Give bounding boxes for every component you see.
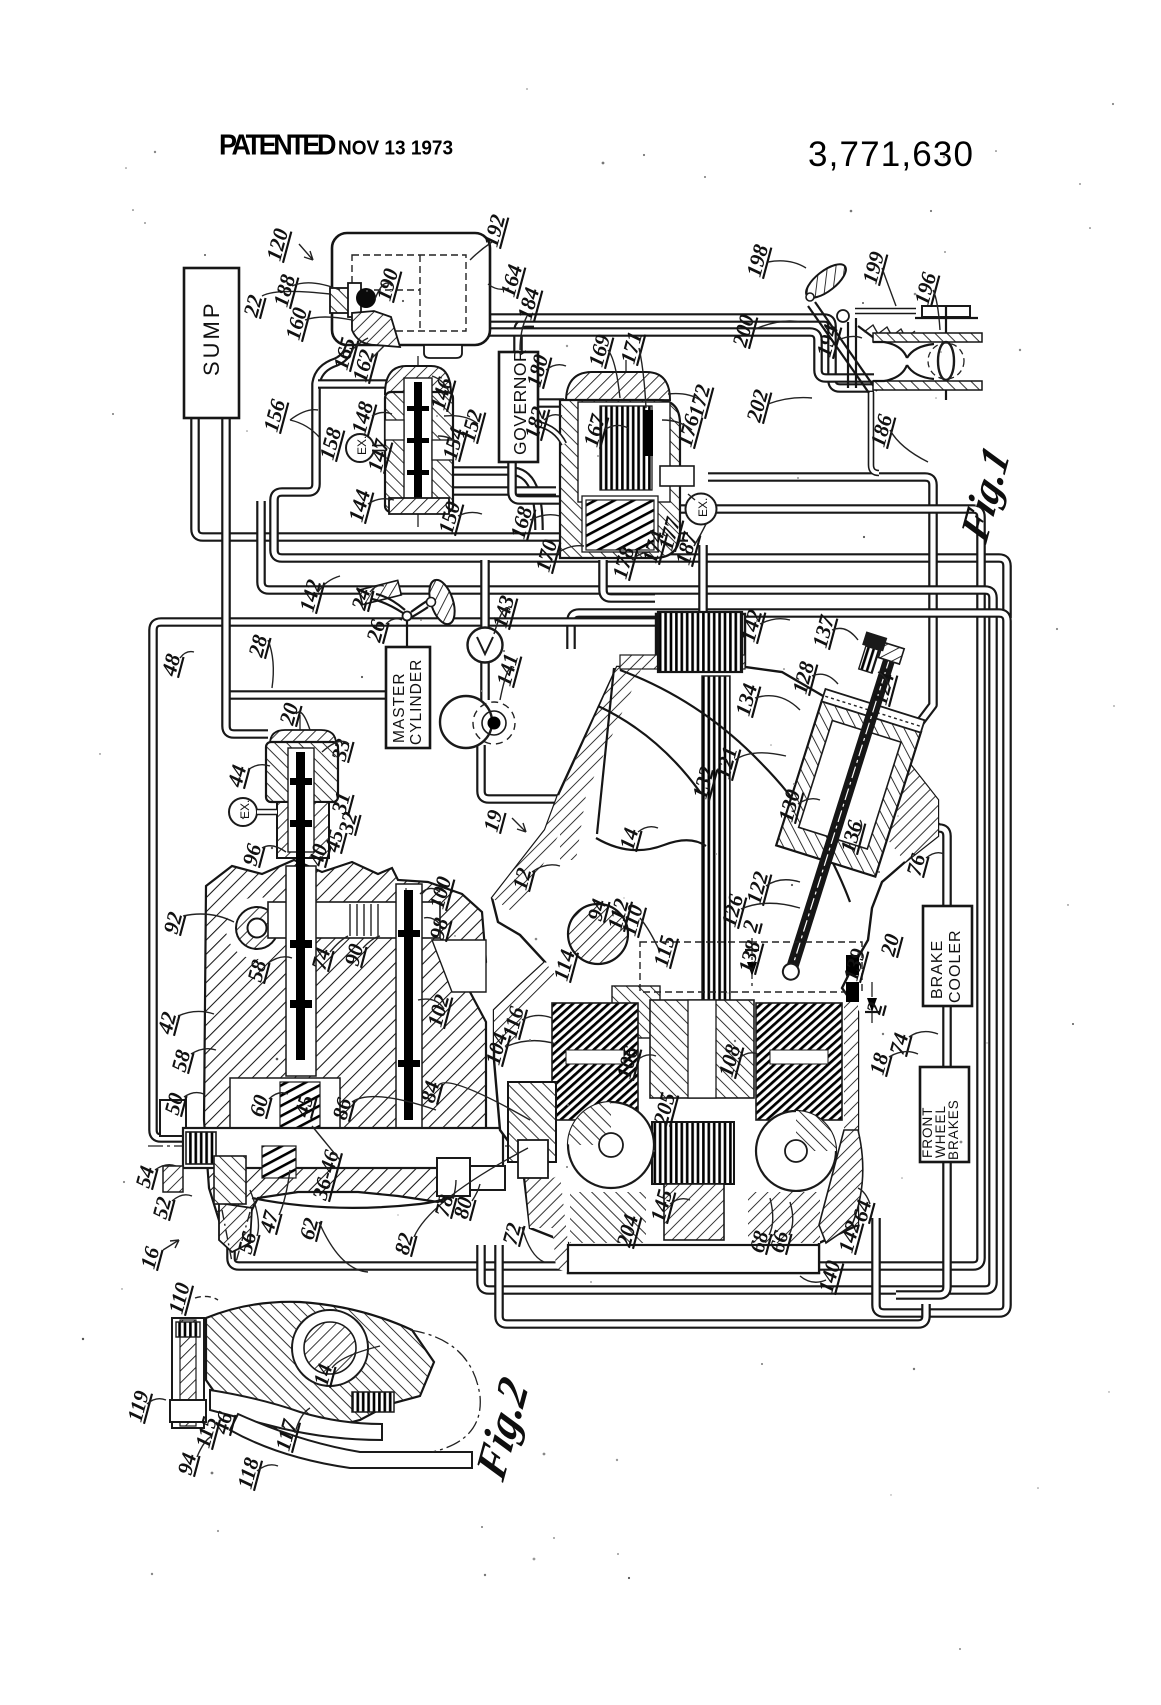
svg-text:Fig.1: Fig.1 [952, 439, 1018, 551]
svg-text:119: 119 [123, 1388, 154, 1424]
svg-text:92: 92 [159, 909, 188, 936]
svg-text:142: 142 [295, 577, 327, 615]
svg-text:170: 170 [531, 537, 563, 575]
svg-text:NOV 13 1973: NOV 13 1973 [338, 137, 453, 160]
svg-text:144: 144 [344, 487, 376, 525]
svg-text:20: 20 [875, 931, 904, 959]
svg-text:192: 192 [479, 212, 511, 250]
svg-text:SUMP: SUMP [199, 300, 224, 376]
svg-text:FRONT: FRONT [920, 1107, 935, 1159]
svg-text:28: 28 [243, 632, 272, 660]
svg-text:GOVERNOR: GOVERNOR [510, 349, 530, 455]
svg-text:16: 16 [136, 1244, 165, 1271]
svg-text:BRAKE: BRAKE [929, 940, 946, 999]
svg-text:54: 54 [131, 1163, 160, 1190]
svg-text:COOLER: COOLER [947, 929, 964, 1003]
svg-text:CYLINDER: CYLINDER [408, 659, 425, 745]
svg-text:3,771,630: 3,771,630 [808, 135, 974, 174]
svg-text:20: 20 [274, 700, 303, 728]
svg-text:EX.: EX. [355, 436, 369, 455]
svg-text:Fig.2: Fig.2 [466, 1369, 538, 1489]
svg-text:110: 110 [164, 1280, 195, 1316]
svg-text:96: 96 [238, 841, 267, 868]
svg-text:198: 198 [742, 242, 774, 280]
svg-text:44: 44 [222, 762, 251, 790]
svg-text:EX.: EX. [238, 800, 252, 819]
svg-text:188: 188 [269, 272, 301, 310]
svg-text:118: 118 [233, 1455, 264, 1491]
svg-text:MASTER: MASTER [391, 672, 408, 743]
svg-text:120: 120 [262, 226, 294, 264]
svg-text:62: 62 [295, 1215, 324, 1242]
svg-text:148: 148 [347, 399, 379, 437]
svg-text:22: 22 [238, 292, 267, 320]
svg-text:160: 160 [281, 305, 313, 343]
svg-text:72: 72 [498, 1220, 527, 1247]
svg-text:169: 169 [584, 332, 616, 370]
svg-text:BRAKES: BRAKES [946, 1099, 961, 1160]
svg-text:94: 94 [173, 1450, 202, 1477]
svg-text:48: 48 [156, 651, 185, 679]
svg-text:52: 52 [148, 1194, 177, 1221]
svg-text:202: 202 [741, 387, 773, 426]
svg-text:19: 19 [479, 807, 508, 834]
svg-text:199: 199 [858, 249, 890, 287]
svg-text:82: 82 [390, 1230, 419, 1257]
svg-text:18: 18 [865, 1050, 894, 1077]
svg-text:76: 76 [902, 851, 931, 878]
svg-text:156: 156 [259, 397, 291, 435]
svg-text:58: 58 [167, 1047, 196, 1074]
svg-text:EX.: EX. [696, 498, 710, 517]
svg-text:172: 172 [684, 382, 716, 420]
svg-text:WHEEL: WHEEL [933, 1105, 948, 1158]
svg-text:PATENTED: PATENTED [219, 129, 337, 161]
